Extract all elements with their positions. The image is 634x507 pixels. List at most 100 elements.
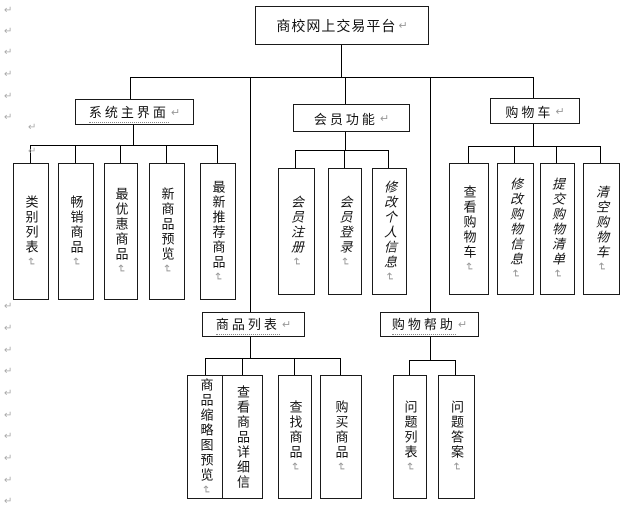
paragraph-mark-icon: ↵ (4, 69, 13, 80)
node-label: 畅销商品 (68, 194, 84, 255)
connector-line (133, 123, 134, 145)
paragraph-mark-icon: ↵ (338, 256, 351, 269)
connector-line (130, 77, 131, 99)
node-label: 新商品预览 (159, 187, 175, 263)
node-root: 商校网上交易平台↵ (255, 6, 429, 45)
paragraph-mark-icon: ↵ (69, 256, 82, 269)
node-member-login: 会员登录↵ (328, 168, 362, 295)
node-system-ui: 系统主界面↵ (75, 99, 194, 125)
connector-line (217, 145, 218, 163)
node-edit-personal-info: 修改个人信息↵ (372, 168, 407, 295)
node-label: 提交购物清单 (550, 177, 565, 268)
connector-line (388, 150, 389, 168)
paragraph-mark-icon: ↵ (462, 261, 475, 274)
node-label: 问题列表 (402, 400, 418, 461)
node-view-cart: 查看购物车↵ (449, 163, 489, 295)
paragraph-mark-icon: ↵ (450, 462, 462, 474)
node-latest-recommended-products: 最新推荐商品↵ (200, 163, 236, 300)
node-view-product-details: 查看商品详细信 (222, 375, 263, 499)
paragraph-mark-icon: ↵ (4, 91, 13, 102)
node-product-thumbnail-preview: 商品缩略图预览↵ (187, 375, 225, 499)
paragraph-mark-icon: ↵ (288, 462, 301, 474)
node-label: 修改个人信息 (382, 179, 397, 270)
paragraph-mark-icon: ↵ (24, 256, 37, 269)
paragraph-mark-icon: ↵ (403, 462, 416, 474)
paragraph-mark-icon: ↵ (281, 319, 292, 331)
node-product-list: 商品列表↵ (202, 312, 305, 337)
paragraph-mark-icon: ↵ (4, 345, 13, 356)
paragraph-mark-icon: ↵ (595, 261, 607, 274)
node-label: 会员功能 (313, 111, 378, 127)
node-shopping-help: 购物帮助↵ (380, 312, 479, 337)
connector-line (556, 146, 557, 163)
node-label: 查看商品详细信 (235, 384, 250, 490)
paragraph-mark-icon: ↵ (398, 20, 408, 32)
paragraph-mark-icon: ↵ (4, 26, 13, 37)
paragraph-mark-icon: ↵ (28, 122, 37, 133)
connector-line (295, 150, 296, 168)
node-label: 会员登录 (337, 194, 353, 255)
connector-line (295, 150, 389, 151)
paragraph-mark-icon: ↵ (199, 484, 212, 497)
paragraph-mark-icon: ↵ (114, 264, 127, 276)
paragraph-mark-icon: ↵ (4, 410, 13, 421)
node-label: 购买商品 (333, 400, 349, 461)
connector-line (75, 145, 76, 163)
node-label: 商品列表 (215, 314, 280, 335)
connector-line (120, 145, 121, 163)
connector-line (250, 335, 251, 358)
connector-line (344, 150, 345, 168)
node-label: 购物车 (505, 104, 554, 120)
node-best-deal-products: 最优惠商品↵ (104, 163, 138, 300)
node-new-product-preview: 新商品预览↵ (149, 163, 185, 300)
paragraph-mark-icon: ↵ (4, 496, 13, 507)
paragraph-mark-icon: ↵ (457, 319, 468, 331)
connector-line (600, 146, 601, 163)
connector-line (345, 77, 346, 104)
node-question-answers: 问题答案↵ (438, 375, 475, 499)
node-search-products: 查找商品↵ (278, 375, 312, 499)
connector-line (205, 358, 341, 359)
node-member-functions: 会员功能↵ (293, 104, 410, 132)
node-empty-cart: 清空购物车↵ (583, 163, 620, 295)
paragraph-mark-icon: ↵ (4, 301, 13, 312)
paragraph-mark-icon: ↵ (551, 269, 563, 281)
node-label: 商品缩略图预览 (198, 377, 214, 483)
node-label: 问题答案 (449, 400, 464, 461)
paragraph-mark-icon: ↵ (4, 323, 13, 334)
node-label: 最优惠商品 (113, 187, 129, 263)
node-label: 最新推荐商品 (210, 179, 226, 270)
node-label: 会员注册 (289, 194, 304, 255)
paragraph-mark-icon: ↵ (509, 269, 521, 281)
connector-line (455, 360, 456, 375)
paragraph-mark-icon: ↵ (4, 475, 13, 486)
connector-line (294, 358, 295, 375)
node-label: 商校网上交易平台 (276, 17, 397, 34)
node-label: 查看购物车 (461, 184, 477, 260)
node-shopping-cart: 购物车↵ (490, 98, 580, 124)
paragraph-mark-icon: ↵ (290, 256, 302, 269)
connector-line (430, 77, 431, 312)
connector-line (468, 146, 469, 163)
node-label: 系统主界面 (88, 102, 169, 123)
connector-line (30, 145, 31, 163)
paragraph-mark-icon: ↵ (4, 431, 13, 442)
paragraph-mark-icon: ↵ (4, 366, 13, 377)
connector-line (242, 358, 243, 375)
paragraph-mark-icon: ↵ (170, 106, 181, 119)
paragraph-mark-icon: ↵ (160, 264, 173, 276)
paragraph-mark-icon: ↵ (334, 462, 347, 474)
connector-line (430, 335, 431, 360)
node-buy-products: 购买商品↵ (320, 375, 362, 499)
connector-line (533, 122, 534, 146)
connector-line (205, 358, 206, 375)
connector-line (30, 145, 218, 146)
connector-line (341, 43, 342, 77)
paragraph-mark-icon: ↵ (4, 47, 13, 58)
connector-line (514, 146, 515, 163)
paragraph-mark-icon: ↵ (4, 388, 13, 399)
node-label: 清空购物车 (594, 184, 609, 260)
node-member-register: 会员注册↵ (278, 168, 315, 295)
connector-line (409, 360, 456, 361)
